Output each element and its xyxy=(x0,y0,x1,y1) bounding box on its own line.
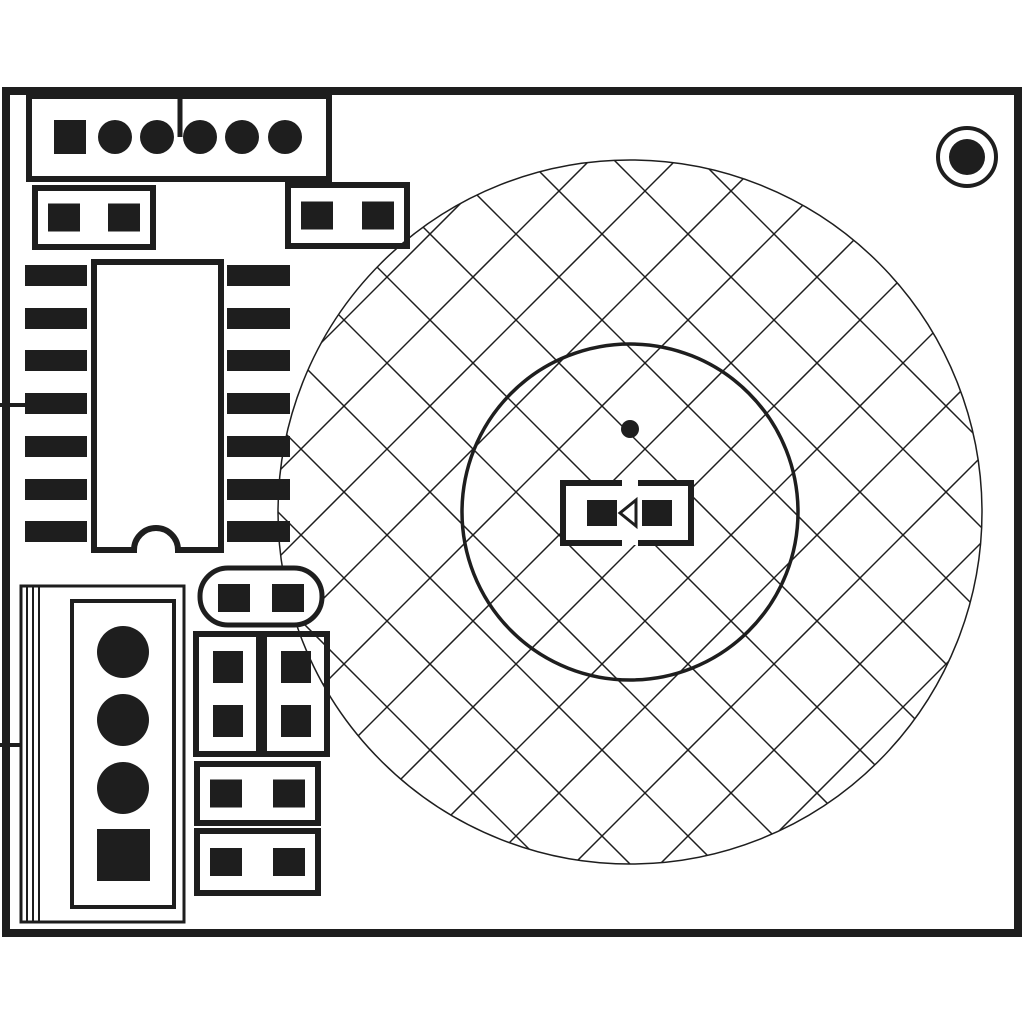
hatch-line xyxy=(659,541,982,864)
pad xyxy=(273,779,305,808)
pad-pair xyxy=(285,182,410,249)
hatch-line xyxy=(487,369,982,864)
hatch-line xyxy=(278,160,505,387)
ic-pin xyxy=(25,521,87,542)
ic-pin xyxy=(25,479,87,500)
hatch-line xyxy=(527,160,982,615)
hatch-line xyxy=(278,160,677,559)
hatch-line xyxy=(401,283,982,864)
pad-pair xyxy=(194,828,321,896)
hatch-line xyxy=(699,160,982,443)
pad-pair xyxy=(32,185,156,250)
hatch-line xyxy=(278,160,763,645)
pad xyxy=(213,651,243,683)
hatch-line xyxy=(355,160,982,787)
pad xyxy=(48,203,80,232)
ic-pin xyxy=(227,521,290,542)
hatch-line xyxy=(278,160,591,473)
hatch-line xyxy=(278,511,631,864)
pad-pair xyxy=(194,761,321,826)
ic-pin xyxy=(227,393,290,414)
pad xyxy=(362,201,394,230)
ic-pin xyxy=(25,350,87,371)
ic-pin xyxy=(25,393,87,414)
terminal-connector xyxy=(0,584,186,924)
ic-pin xyxy=(227,265,290,286)
hatch-line xyxy=(278,253,889,864)
pad xyxy=(301,201,333,230)
sensor-outline xyxy=(460,342,800,682)
ic-chip xyxy=(0,259,290,553)
pad xyxy=(281,705,311,737)
ic-pin xyxy=(25,265,87,286)
lens-area xyxy=(277,159,983,865)
hatch-line xyxy=(613,160,982,529)
pad xyxy=(273,848,305,876)
mounting-hole-icon xyxy=(936,126,998,188)
diode-icon xyxy=(560,480,694,546)
board-outline xyxy=(2,87,1022,937)
ic-pin xyxy=(25,436,87,457)
hatch-line xyxy=(278,160,849,731)
lens-outline xyxy=(277,159,983,865)
hatch-line xyxy=(871,160,982,271)
pad-pair-vertical xyxy=(193,631,262,757)
oval-pad-pair xyxy=(197,565,325,628)
hatch-line xyxy=(785,160,982,357)
pad xyxy=(210,848,242,876)
hatch-line xyxy=(745,627,982,864)
pad xyxy=(108,203,140,232)
hatch-line xyxy=(831,713,982,864)
pad-pair-vertical xyxy=(261,631,330,757)
pad xyxy=(210,779,242,808)
pin-header xyxy=(26,87,332,182)
ic-pin xyxy=(227,308,290,329)
pad xyxy=(281,651,311,683)
sensor-dot xyxy=(621,420,639,438)
hatch-line xyxy=(441,160,982,701)
hatch-line xyxy=(278,425,717,864)
hatch-line xyxy=(573,455,982,864)
hatch-line xyxy=(278,339,803,864)
hatch-line xyxy=(278,597,545,864)
hatch-line xyxy=(917,799,982,864)
ic-pin xyxy=(227,479,290,500)
ic-pin xyxy=(227,436,290,457)
ic-pin xyxy=(227,350,290,371)
ic-pin xyxy=(25,308,87,329)
pad xyxy=(213,705,243,737)
